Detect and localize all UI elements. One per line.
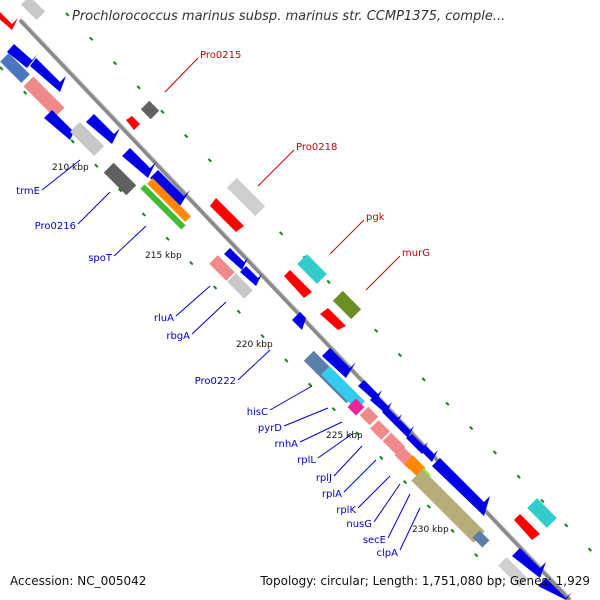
accession-text: Accession: NC_005042 [10, 574, 147, 588]
gene-label: rplK [336, 505, 356, 516]
gene-block [20, 0, 46, 21]
gene-block [44, 110, 78, 140]
gene-block [432, 458, 490, 516]
scale-label: 220 kbp [236, 340, 273, 350]
gene-label: murG [402, 248, 430, 259]
gene-label: nusG [346, 519, 372, 530]
blue-gene-labels: trmE Pro0216 spoT rluA rbgA Pro0222 hisC… [16, 186, 398, 559]
gene-block [321, 366, 365, 410]
gene-block [224, 248, 248, 270]
gene-label: Pro0222 [195, 376, 236, 387]
outer-genes [126, 100, 557, 540]
map-title: Prochlorococcus marinus subsp. marinus s… [72, 9, 506, 24]
genome-backbone-highlight [19, 16, 571, 598]
gene-block [332, 290, 362, 320]
gene-label: rplA [322, 489, 342, 500]
gene-block [103, 162, 137, 196]
red-gene-labels: Pro0215 Pro0218 pgk murG [200, 50, 430, 259]
gene-block [284, 270, 312, 298]
gene-block [347, 398, 365, 416]
scale-label: 210 kbp [52, 163, 89, 173]
gene-label: spoT [88, 253, 113, 264]
topology-text: Topology: circular; Length: 1,751,080 bp… [260, 574, 590, 588]
gene-block [140, 184, 186, 230]
gene-block [370, 420, 390, 440]
gene-block [7, 44, 38, 68]
scale-labels: 210 kbp 215 kbp 220 kbp 225 kbp 230 kbp [52, 163, 449, 535]
gene-block [126, 116, 140, 130]
leader-lines [41, 57, 421, 551]
tick-marks [0, 12, 600, 600]
gene-block [292, 312, 306, 330]
gene-block [382, 432, 406, 456]
gene-block [226, 177, 266, 217]
scale-label: 230 kbp [412, 525, 449, 535]
gene-label: clpA [377, 548, 399, 559]
gene-block [322, 348, 356, 378]
gene-block [209, 255, 235, 281]
gene-label: rplJ [316, 473, 332, 484]
gene-block [514, 514, 540, 540]
gene-block [472, 530, 490, 548]
gene-block [394, 420, 414, 438]
gene-label: rnhA [275, 439, 299, 450]
inner-genes [0, 0, 572, 600]
gene-block [498, 557, 528, 587]
gene-block [359, 406, 379, 426]
gene-block [70, 122, 104, 156]
gene-block [122, 148, 156, 178]
scale-label: 215 kbp [145, 251, 182, 261]
gene-label: Pro0215 [200, 50, 241, 61]
gene-label: Pro0216 [35, 221, 76, 232]
gene-label: trmE [16, 186, 40, 197]
gene-block [150, 170, 190, 206]
gene-label: rplL [297, 455, 316, 466]
gene-block [538, 578, 572, 600]
gene-label: rluA [154, 313, 174, 324]
gene-block [140, 100, 160, 120]
gene-block [512, 548, 546, 578]
gene-block [240, 266, 262, 286]
gene-block [404, 455, 426, 477]
gene-block [0, 53, 30, 83]
gene-label: pgk [366, 212, 385, 223]
gene-label: secE [363, 535, 386, 546]
gene-label: rbgA [166, 331, 190, 342]
gene-block [147, 178, 191, 222]
gene-block [86, 114, 120, 144]
gene-block [527, 498, 557, 528]
gene-block [23, 76, 65, 118]
gene-block [227, 273, 253, 299]
gene-block [210, 198, 244, 232]
gene-block [30, 58, 66, 92]
scale-label: 225 kbp [326, 431, 363, 441]
gene-label: Pro0218 [296, 142, 337, 153]
gene-block [297, 254, 327, 284]
gene-block [382, 408, 402, 426]
gene-label: pyrD [258, 423, 282, 434]
gene-label: hisC [247, 407, 268, 418]
gene-block [0, 12, 18, 30]
gene-block [411, 469, 485, 543]
gene-block [420, 446, 438, 462]
genome-backbone [18, 18, 572, 600]
gene-block [320, 308, 346, 330]
